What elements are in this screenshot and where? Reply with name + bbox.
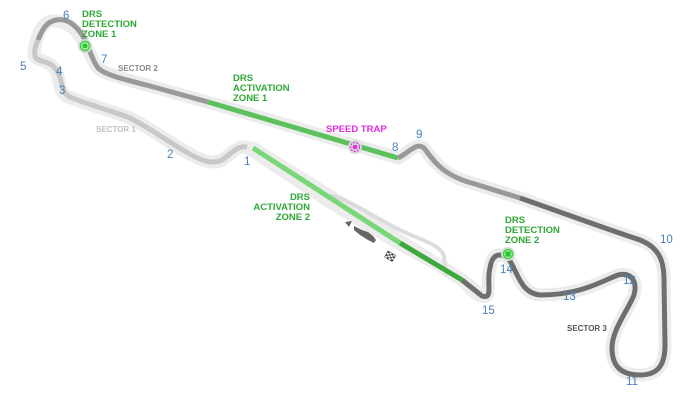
turn-label-9: 9 — [416, 129, 422, 141]
drs-activation-zone-2-dark — [398, 240, 464, 283]
drs-detection-marker-2 — [501, 247, 515, 261]
sector-2-label: SECTOR 2 — [118, 64, 158, 73]
track-sector-2-a — [35, 17, 209, 105]
turn-label-13: 13 — [563, 291, 576, 303]
turn-label-12: 12 — [623, 275, 636, 287]
drs-detection-zone-2-label: DRS DETECTION ZONE 2 — [505, 215, 560, 246]
track-sector-2-b — [396, 143, 521, 201]
turn-label-2: 2 — [167, 149, 173, 161]
turn-label-4: 4 — [56, 66, 63, 78]
drs-activation-zone-2-label: DRS ACTIVATION ZONE 2 — [253, 192, 310, 223]
track-halo — [27, 14, 672, 382]
drs-detection-marker-1 — [78, 39, 92, 53]
turn-label-10: 10 — [660, 234, 673, 246]
turn-label-6: 6 — [63, 10, 69, 22]
speed-trap-label: SPEED TRAP — [326, 124, 387, 135]
turn-label-1: 1 — [244, 156, 250, 168]
svg-text:ZONE 2: ZONE 2 — [505, 235, 539, 246]
track-sector-1 — [32, 38, 248, 165]
turn-label-11: 11 — [626, 376, 638, 388]
sector-1-label: SECTOR 1 — [96, 125, 136, 134]
speed-trap-marker — [348, 140, 362, 154]
drs-activation-zone-1-label: DRS ACTIVATION ZONE 1 — [233, 73, 290, 104]
drs-activation-zone-1 — [207, 99, 399, 161]
drs-detection-zone-1-label: DRS DETECTION ZONE 1 — [82, 9, 137, 40]
svg-text:DRS: DRS — [290, 192, 310, 203]
turn-label-7: 7 — [101, 54, 107, 66]
svg-text:ACTIVATION: ACTIVATION — [253, 202, 310, 213]
turn-label-5: 5 — [20, 61, 26, 73]
sector-3-label: SECTOR 3 — [567, 324, 607, 333]
svg-text:DETECTION: DETECTION — [505, 225, 560, 236]
svg-text:DRS: DRS — [505, 215, 525, 226]
svg-text:DETECTION: DETECTION — [82, 19, 137, 30]
turn-label-14: 14 — [500, 264, 513, 276]
pit-lane — [330, 194, 448, 276]
svg-text:DRS: DRS — [82, 9, 102, 20]
svg-text:ZONE 2: ZONE 2 — [276, 212, 310, 223]
chequered-flag-icon — [384, 250, 397, 262]
turn-label-3: 3 — [59, 85, 65, 97]
turn-label-8: 8 — [392, 142, 398, 154]
svg-text:DRS: DRS — [233, 73, 253, 84]
direction-arrow-icon — [345, 221, 376, 243]
svg-text:ZONE 1: ZONE 1 — [82, 29, 117, 40]
svg-text:ZONE 1: ZONE 1 — [233, 93, 268, 104]
turn-label-15: 15 — [482, 305, 495, 317]
drs-activation-zone-2-light — [251, 145, 402, 246]
svg-text:ACTIVATION: ACTIVATION — [233, 83, 290, 94]
